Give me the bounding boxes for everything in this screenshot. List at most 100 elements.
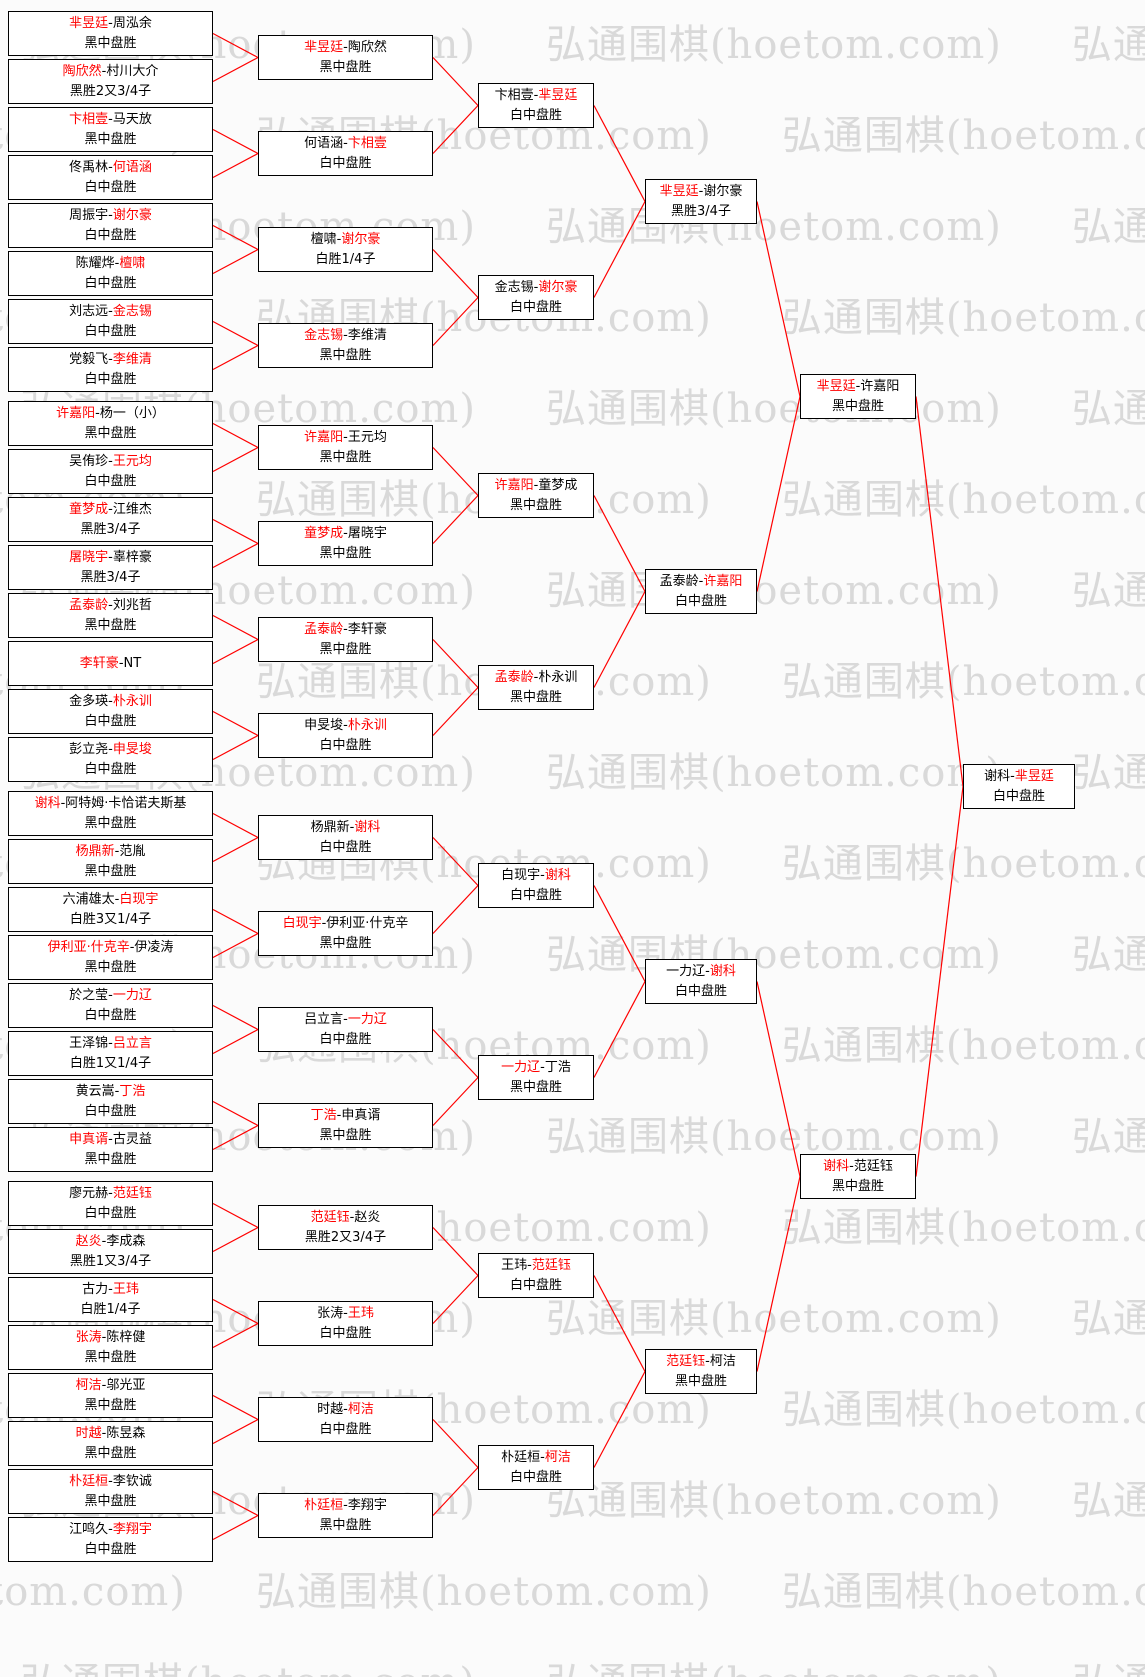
match-result: 白中盘胜 — [319, 839, 372, 855]
match-box-r6-1: 谢科-芈昱廷白中盘胜 — [963, 764, 1075, 809]
match-players: 江鸣久-李翔宇 — [69, 1520, 152, 1540]
winner-name: 一力辽 — [112, 987, 152, 1003]
match-result: 黑中盘胜 — [319, 935, 372, 951]
match-result: 白中盘胜 — [992, 788, 1045, 804]
match-players: 吕立言-一力辽 — [304, 1010, 387, 1030]
winner-name: 王玮 — [347, 1305, 374, 1321]
match-result: 黑中盘胜 — [509, 497, 562, 513]
match-result: 白中盘胜 — [319, 737, 372, 753]
winner-name: 朴永训 — [112, 693, 152, 709]
player-name: 屠晓宇 — [347, 525, 387, 541]
match-result: 白中盘胜 — [84, 371, 137, 387]
match-result: 黑中盘胜 — [84, 425, 137, 441]
winner-name: 伊利亚·什克辛 — [47, 939, 130, 955]
bracket-connector — [432, 1419, 479, 1468]
bracket-connector — [212, 1322, 259, 1349]
player-name: 张涛 — [317, 1305, 344, 1321]
match-players: 佟禹林-何语涵 — [69, 158, 152, 178]
vs-separator: - — [343, 1497, 348, 1513]
player-name: 谢科 — [984, 768, 1011, 784]
player-name: 时越 — [317, 1401, 344, 1417]
player-name: 刘志远 — [69, 303, 109, 319]
vs-separator: - — [343, 135, 348, 151]
match-players: 周振宇-谢尔豪 — [69, 206, 152, 226]
match-result: 黑中盘胜 — [84, 1397, 137, 1413]
bracket-connector — [432, 837, 479, 886]
bracket-connector — [212, 1490, 259, 1517]
player-name: 周泓余 — [112, 15, 152, 31]
bracket-connector — [432, 1467, 479, 1516]
bracket-connector — [593, 1275, 646, 1372]
winner-name: 谢科 — [354, 819, 381, 835]
player-name: 许嘉阳 — [860, 378, 900, 394]
bracket-connector — [432, 105, 479, 154]
bracket-connector — [432, 1029, 479, 1078]
vs-separator: - — [95, 405, 100, 421]
vs-separator: - — [108, 159, 113, 175]
match-result: 黑中盘胜 — [319, 641, 372, 657]
bracket-connector — [915, 396, 964, 787]
winner-name: 檀啸 — [119, 255, 146, 271]
match-result: 白中盘胜 — [84, 1205, 137, 1221]
match-result: 白中盘胜 — [84, 179, 137, 195]
player-name: 李钦诚 — [112, 1473, 152, 1489]
match-players: 芈昱廷-陶欣然 — [304, 38, 387, 58]
player-name: 吴侑珍 — [69, 453, 109, 469]
player-name: 吕立言 — [304, 1011, 344, 1027]
player-name: 李维清 — [347, 327, 387, 343]
match-players: 孟泰龄-刘兆哲 — [69, 596, 152, 616]
winner-name: 许嘉阳 — [304, 429, 344, 445]
match-box-r1-17: 谢科-阿特姆·卡恰诺夫斯基黑中盘胜 — [8, 791, 213, 836]
vs-separator: - — [108, 597, 113, 613]
winner-name: 白现宇 — [119, 891, 159, 907]
player-name: 伊凌涛 — [134, 939, 174, 955]
match-box-r4-1: 芈昱廷-谢尔豪黑胜3/4子 — [645, 179, 757, 224]
vs-separator: - — [705, 963, 710, 979]
winner-name: 许嘉阳 — [494, 477, 534, 493]
vs-separator: - — [114, 255, 120, 271]
match-players: 童梦成-江维杰 — [69, 500, 152, 520]
winner-name: 申真谞 — [69, 1131, 109, 1147]
bracket-connector — [212, 1202, 259, 1229]
player-name: 古灵益 — [112, 1131, 152, 1147]
match-result: 黑中盘胜 — [319, 59, 372, 75]
player-name: 赵炎 — [354, 1209, 381, 1225]
match-result: 黑中盘胜 — [84, 1349, 137, 1365]
vs-separator: - — [336, 1107, 342, 1123]
match-box-r1-32: 江鸣久-李翔宇白中盘胜 — [8, 1517, 213, 1562]
vs-separator: - — [101, 1377, 107, 1393]
winner-name: 朴廷桓 — [69, 1473, 109, 1489]
winner-name: 白现宇 — [282, 915, 322, 931]
match-players: 於之莹-一力辽 — [69, 986, 152, 1006]
player-name: 刘兆哲 — [112, 597, 152, 613]
match-players: 陈耀烨-檀啸 — [76, 254, 146, 274]
winner-name: 谢尔豪 — [341, 231, 381, 247]
vs-separator: - — [108, 1131, 113, 1147]
match-box-r2-9: 杨鼎新-谢科白中盘胜 — [258, 815, 433, 860]
vs-separator: - — [101, 1425, 107, 1441]
bracket-connector — [593, 495, 646, 592]
player-name: 王元均 — [347, 429, 387, 445]
bracket-connector — [593, 591, 646, 688]
vs-separator: - — [540, 867, 545, 883]
player-name: 范胤 — [119, 843, 146, 859]
match-players: 朴廷桓-柯洁 — [501, 1448, 571, 1468]
match-box-r3-1: 卞相壹-芈昱廷白中盘胜 — [478, 83, 594, 128]
vs-separator: - — [349, 819, 355, 835]
match-result: 白中盘胜 — [509, 1277, 562, 1293]
player-name: 金多瑛 — [69, 693, 109, 709]
match-result: 黑中盘胜 — [84, 815, 137, 831]
match-players: 一力辽-丁浩 — [501, 1058, 571, 1078]
winner-name: 杨鼎新 — [75, 843, 115, 859]
player-name: 佟禹林 — [69, 159, 109, 175]
match-players: 杨鼎新-谢科 — [311, 818, 381, 838]
match-players: 谢科-范廷钰 — [823, 1157, 893, 1177]
player-name: 金志锡 — [494, 279, 534, 295]
match-box-r1-29: 柯洁-邬光亚黑中盘胜 — [8, 1373, 213, 1418]
match-players: 谢科-芈昱廷 — [984, 767, 1054, 787]
player-name: 江鸣久 — [69, 1521, 109, 1537]
match-players: 白现宇-伊利亚·什克辛 — [283, 914, 409, 934]
match-box-r1-15: 金多瑛-朴永训白中盘胜 — [8, 689, 213, 734]
winner-name: 一力辽 — [501, 1059, 541, 1075]
